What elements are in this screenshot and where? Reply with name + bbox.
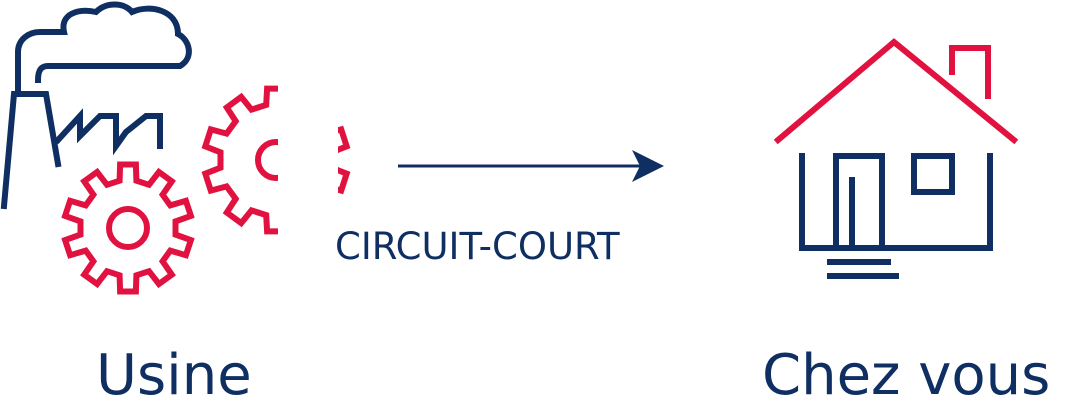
house-door: [833, 153, 885, 251]
house-icon: [773, 38, 1019, 279]
factory-icon: [0, 1, 192, 210]
house-walls: [799, 153, 993, 251]
arrow-right-icon: [398, 150, 664, 182]
house-chimney: [949, 45, 991, 99]
arrow-head: [632, 150, 664, 182]
gear-large: [61, 161, 195, 295]
house-roof: [773, 38, 1019, 145]
factory-chimney: [0, 91, 62, 210]
destination-label: Chez vous: [762, 343, 1051, 401]
gear-big-outline: [61, 161, 195, 295]
source-label: Usine: [96, 343, 252, 401]
gear-large-hub: [106, 206, 150, 250]
gear-crop-mask: [278, 70, 338, 270]
connector-label: CIRCUIT-COURT: [335, 225, 620, 268]
factory-smoke: [15, 1, 192, 91]
house-window: [911, 153, 955, 195]
factory-roof: [53, 108, 163, 156]
